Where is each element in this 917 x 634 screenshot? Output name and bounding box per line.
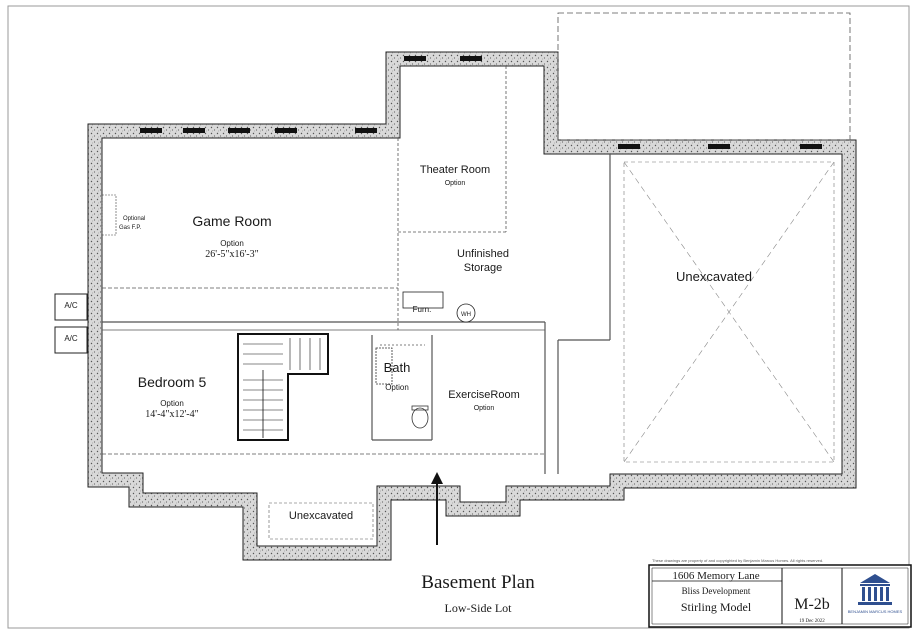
theater-room-option: Option bbox=[445, 180, 466, 187]
deck-outline bbox=[557, 12, 851, 141]
unexcavated-small-label: Unexcavated bbox=[289, 510, 353, 522]
game-room-option: Option bbox=[220, 239, 244, 248]
staircase bbox=[237, 333, 329, 441]
bedroom5-label: Bedroom 5 bbox=[138, 374, 207, 390]
game-room-dims: 26'-5"x16'-3" bbox=[205, 249, 258, 260]
fireplace-box bbox=[101, 194, 117, 236]
game-room-label: Game Room bbox=[192, 213, 271, 229]
ac-label-1: A/C bbox=[64, 301, 78, 310]
copyright-note: These drawings are property of and copyr… bbox=[652, 558, 823, 563]
ac-label-2: A/C bbox=[64, 334, 78, 343]
builder-logo-text: BENJAMIN MARCUS HOMES bbox=[848, 609, 903, 614]
storage-label-line2: Storage bbox=[464, 262, 503, 274]
sheet-number: M-2b bbox=[794, 596, 830, 613]
plan-subtitle: Low-Side Lot bbox=[445, 601, 513, 615]
sheet-border bbox=[7, 5, 910, 629]
title-address: 1606 Memory Lane bbox=[672, 570, 759, 582]
bath-option: Option bbox=[385, 383, 409, 392]
furnace-unit bbox=[402, 291, 444, 309]
title-block bbox=[648, 564, 912, 628]
bedroom5-option: Option bbox=[160, 399, 184, 408]
ac-unit-2 bbox=[54, 326, 88, 354]
storage-label-line1: Unfinished bbox=[457, 248, 509, 260]
fireplace-label-line2: Gas F.P. bbox=[119, 225, 142, 231]
fireplace-label-line1: Optional bbox=[123, 216, 145, 222]
bath-label: Bath bbox=[384, 360, 411, 375]
plan-title: Basement Plan bbox=[421, 572, 535, 593]
interior-walls bbox=[102, 66, 611, 474]
unexcavated-large-label: Unexcavated bbox=[676, 269, 752, 284]
unexcavated-large-area bbox=[623, 161, 835, 463]
ac-unit-1 bbox=[54, 293, 88, 321]
unexcavated-small-area bbox=[268, 502, 374, 540]
sheet-date: 19 Dec 2022 bbox=[799, 619, 825, 624]
exercise-room-option: Option bbox=[474, 405, 495, 412]
builder-logo: BENJAMIN MARCUS HOMES bbox=[848, 574, 903, 614]
bedroom5-dims: 14'-4"x12'-4" bbox=[145, 409, 198, 420]
theater-room-label: Theater Room bbox=[420, 164, 490, 176]
exercise-room-label: ExerciseRoom bbox=[448, 389, 520, 401]
water-heater-unit bbox=[456, 303, 476, 323]
furnace-label: Furn. bbox=[413, 305, 432, 314]
water-heater-label: WH bbox=[461, 312, 471, 318]
bath-fixtures bbox=[375, 347, 429, 429]
entry-arrow-icon bbox=[431, 472, 443, 545]
title-model: Stirling Model bbox=[681, 600, 752, 614]
title-developer: Bliss Development bbox=[682, 586, 751, 596]
window-marks bbox=[140, 56, 822, 149]
